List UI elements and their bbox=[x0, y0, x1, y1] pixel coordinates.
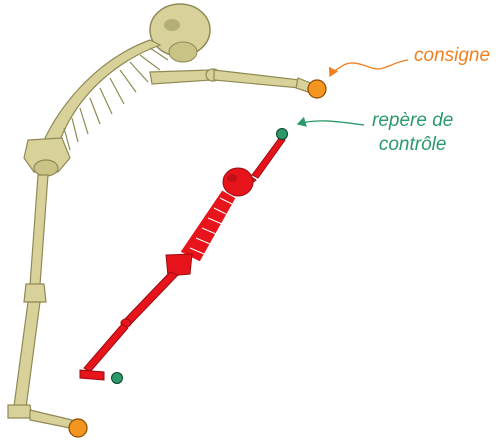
consigne-label: consigne bbox=[414, 44, 490, 68]
consigne-marker-hand bbox=[308, 80, 326, 98]
consigne-arrow bbox=[330, 60, 408, 76]
red-leg bbox=[80, 272, 178, 380]
reference-arm bbox=[150, 69, 318, 94]
repere-arrow bbox=[298, 121, 364, 125]
repere-label: repère de contrôle bbox=[372, 109, 453, 157]
control-marker-hand bbox=[277, 129, 288, 140]
consigne-marker-foot bbox=[69, 419, 87, 437]
red-rib-cage bbox=[180, 190, 236, 262]
repere-label-line1: repère de bbox=[372, 109, 453, 133]
reference-leg bbox=[8, 175, 72, 428]
control-marker-foot bbox=[112, 373, 123, 384]
rib-cage bbox=[40, 40, 168, 150]
pelvis bbox=[24, 138, 70, 176]
red-skull bbox=[223, 168, 253, 196]
reference-skeleton bbox=[8, 4, 318, 428]
repere-label-line2: contrôle bbox=[372, 133, 453, 157]
current-skeleton bbox=[80, 137, 285, 380]
